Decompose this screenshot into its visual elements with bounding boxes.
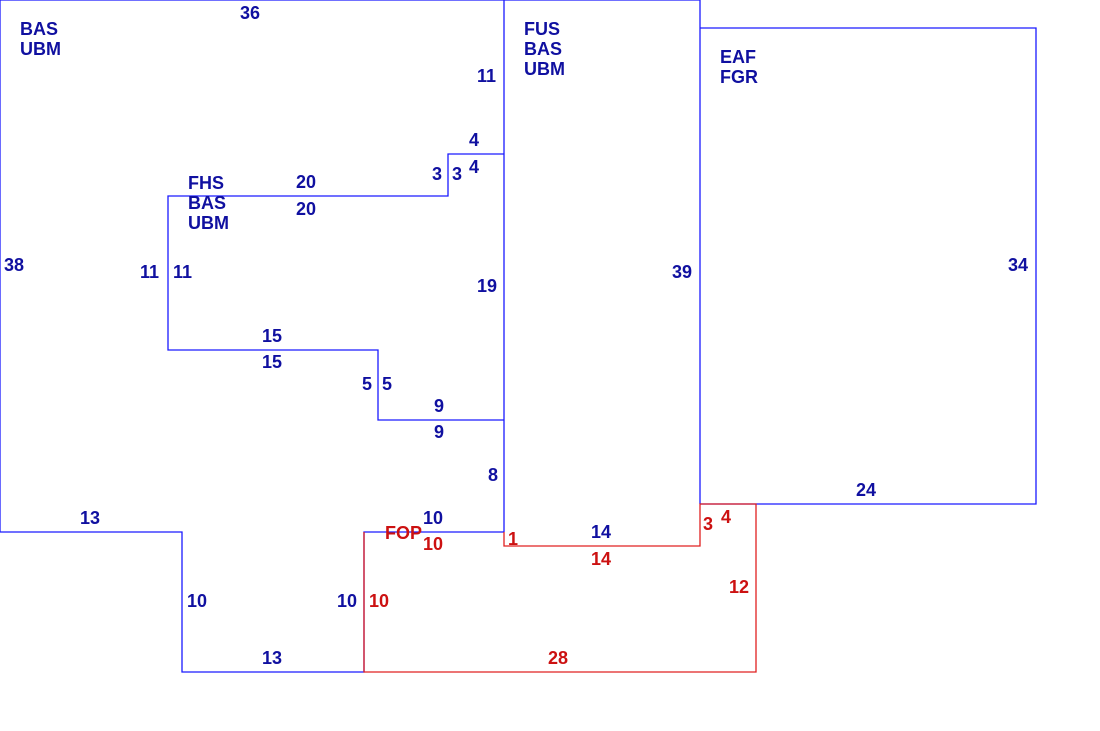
dim-notch-h-top: 9 [434,396,444,416]
dim-fhs-top-outer: 20 [296,172,316,192]
fhs-area-label-2: BAS [188,193,226,213]
dim-notch-v-right: 5 [382,374,392,394]
dim-top-notch-right: 11 [477,66,496,86]
fop-dim-bottom: 28 [548,648,568,668]
fus-area-label-3: UBM [524,59,565,79]
fus-outline [503,0,701,532]
fop-dim-right-step: 3 [703,514,713,534]
fus-area-label-2: BAS [524,39,562,59]
dim-fhs-bottom-outer: 15 [262,326,282,346]
eaf-area-label-1: EAF [720,47,756,67]
fop-dim-step: 1 [508,529,518,549]
dim-eaf-height: 34 [1008,255,1028,275]
fop-area-label: FOP [385,523,422,543]
dim-eaf-bottom: 24 [856,480,876,500]
eaf-area-label-2: FGR [720,67,758,87]
dim-notch-h-bottom: 9 [434,422,444,442]
bas-outline [0,0,504,673]
dim-fhs-top-inner: 20 [296,199,316,219]
dim-bump-left: 10 [187,591,207,611]
fop-dim-left: 10 [369,591,389,611]
dim-bump-right: 10 [337,591,357,611]
fop-outline [363,503,757,673]
bas-area-label-1: BAS [20,19,58,39]
dim-step-v-right: 3 [452,164,462,184]
dim-left-height: 38 [4,255,24,275]
dim-step-out-bottom: 4 [469,157,479,177]
dim-step-out-top: 4 [469,130,479,150]
fop-dim-right-side: 12 [729,577,749,597]
dim-fus-height: 39 [672,262,692,282]
fop-dim-top: 10 [423,534,443,554]
fop-dim-right-top: 4 [721,507,731,527]
dim-fus-bottom-blue: 14 [591,522,611,542]
bas-area-label-2: UBM [20,39,61,59]
fhs-area-label-1: FHS [188,173,224,193]
dim-fop-top-blue: 10 [423,508,443,528]
dim-bump-bottom: 13 [262,648,282,668]
dim-notch-v-left: 5 [362,374,372,394]
fus-area-label-1: FUS [524,19,560,39]
dim-fhs-bottom-inner: 15 [262,352,282,372]
fhs-area-label-3: UBM [188,213,229,233]
dim-bas-bottom-left: 13 [80,508,100,528]
dim-fhs-left-outer: 11 [140,262,159,282]
eaf-outline [700,27,1037,505]
dim-step-v-left: 3 [432,164,442,184]
inner-notch-outline [167,153,504,421]
fop-dim-fus-bottom: 14 [591,549,611,569]
dim-fhs-left-inner: 11 [173,262,192,282]
dim-top-width: 36 [240,3,260,23]
dim-inner-right-wall: 19 [477,276,497,296]
dim-lower-wall: 8 [488,465,498,485]
